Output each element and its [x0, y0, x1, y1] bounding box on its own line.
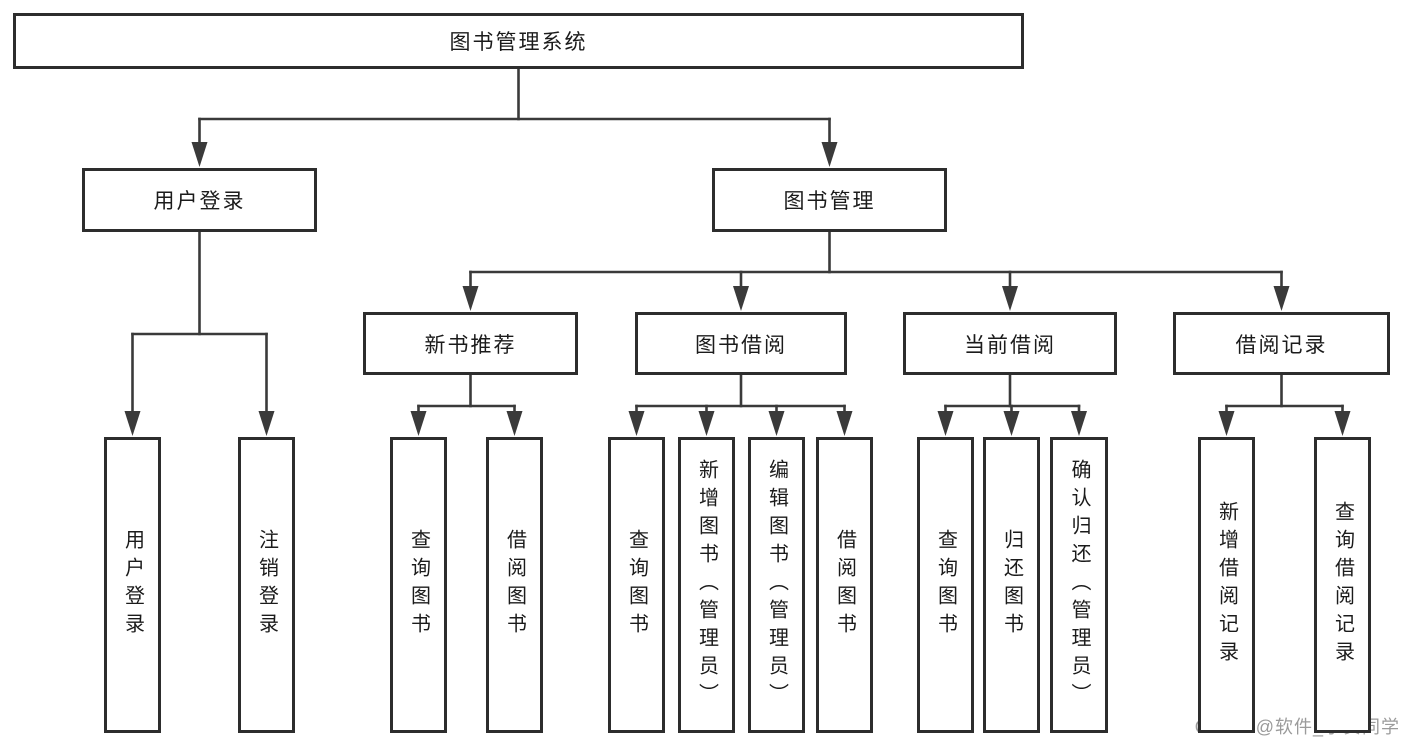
connector-arrowhead	[937, 411, 954, 436]
connector-arrowhead	[1003, 411, 1020, 436]
node-label: 借阅图书	[833, 529, 856, 641]
connector-arrowhead	[124, 411, 141, 436]
connector-arrowhead	[1002, 286, 1018, 311]
node-query-books-2: 查询图书	[608, 437, 665, 733]
node-user-login: 用户登录	[82, 168, 317, 232]
node-label: 新书推荐	[424, 333, 517, 357]
connector-arrowhead	[1334, 411, 1351, 436]
node-label: 确认归还（管理员）	[1068, 459, 1090, 711]
connector-arrowhead	[1273, 286, 1290, 311]
node-label: 图书管理系统	[449, 31, 588, 54]
node-label: 查询借阅记录	[1331, 501, 1354, 669]
node-label: 借阅记录	[1235, 333, 1328, 357]
node-label: 新增图书（管理员）	[695, 459, 718, 711]
connector-arrowhead	[698, 411, 715, 436]
connector-arrowhead	[1218, 411, 1235, 436]
node-label: 编辑图书（管理员）	[765, 459, 788, 711]
node-borrow-records: 借阅记录	[1173, 312, 1390, 375]
node-book-mgmt: 图书管理	[712, 168, 947, 232]
node-label: 查询图书	[625, 529, 648, 641]
node-label: 用户登录	[121, 529, 144, 641]
node-label: 图书借阅	[695, 333, 787, 357]
node-query-borrow-record: 查询借阅记录	[1314, 437, 1371, 733]
connector-arrowhead	[191, 142, 208, 167]
node-borrow-books-1: 借阅图书	[486, 437, 543, 733]
connector-arrowhead	[733, 286, 749, 311]
node-query-books-3: 查询图书	[917, 437, 974, 733]
connector-arrowhead	[258, 411, 275, 436]
node-label: 归还图书	[1000, 529, 1023, 641]
node-new-book-rec: 新书推荐	[363, 312, 578, 375]
node-label: 注销登录	[255, 529, 278, 641]
node-current-borrow: 当前借阅	[903, 312, 1117, 375]
node-book-borrow: 图书借阅	[635, 312, 847, 375]
node-borrow-books-2: 借阅图书	[816, 437, 873, 733]
node-user-login-op: 用户登录	[104, 437, 161, 733]
node-add-borrow-record: 新增借阅记录	[1198, 437, 1255, 733]
connector-arrowhead	[628, 411, 645, 436]
node-confirm-return-admin: 确认归还（管理员）	[1050, 437, 1108, 733]
node-return-books: 归还图书	[983, 437, 1040, 733]
connector-arrowhead	[768, 411, 785, 436]
node-query-books-1: 查询图书	[390, 437, 447, 733]
node-label: 借阅图书	[503, 529, 526, 641]
node-label: 新增借阅记录	[1215, 501, 1238, 669]
connector-arrowhead	[462, 286, 479, 311]
node-logout-op: 注销登录	[238, 437, 295, 733]
connector-arrowhead	[506, 411, 523, 436]
connector-arrowhead	[1071, 411, 1087, 436]
node-label: 图书管理	[783, 190, 876, 213]
connector-arrowhead	[836, 411, 853, 436]
connector-arrowhead	[410, 411, 427, 436]
node-label: 查询图书	[407, 529, 430, 641]
node-label: 当前借阅	[964, 333, 1056, 357]
node-system: 图书管理系统	[13, 13, 1024, 69]
node-label: 用户登录	[153, 190, 246, 213]
node-add-books-admin: 新增图书（管理员）	[678, 437, 735, 733]
node-edit-books-admin: 编辑图书（管理员）	[748, 437, 805, 733]
node-label: 查询图书	[934, 529, 957, 641]
connector-arrowhead	[821, 142, 838, 167]
